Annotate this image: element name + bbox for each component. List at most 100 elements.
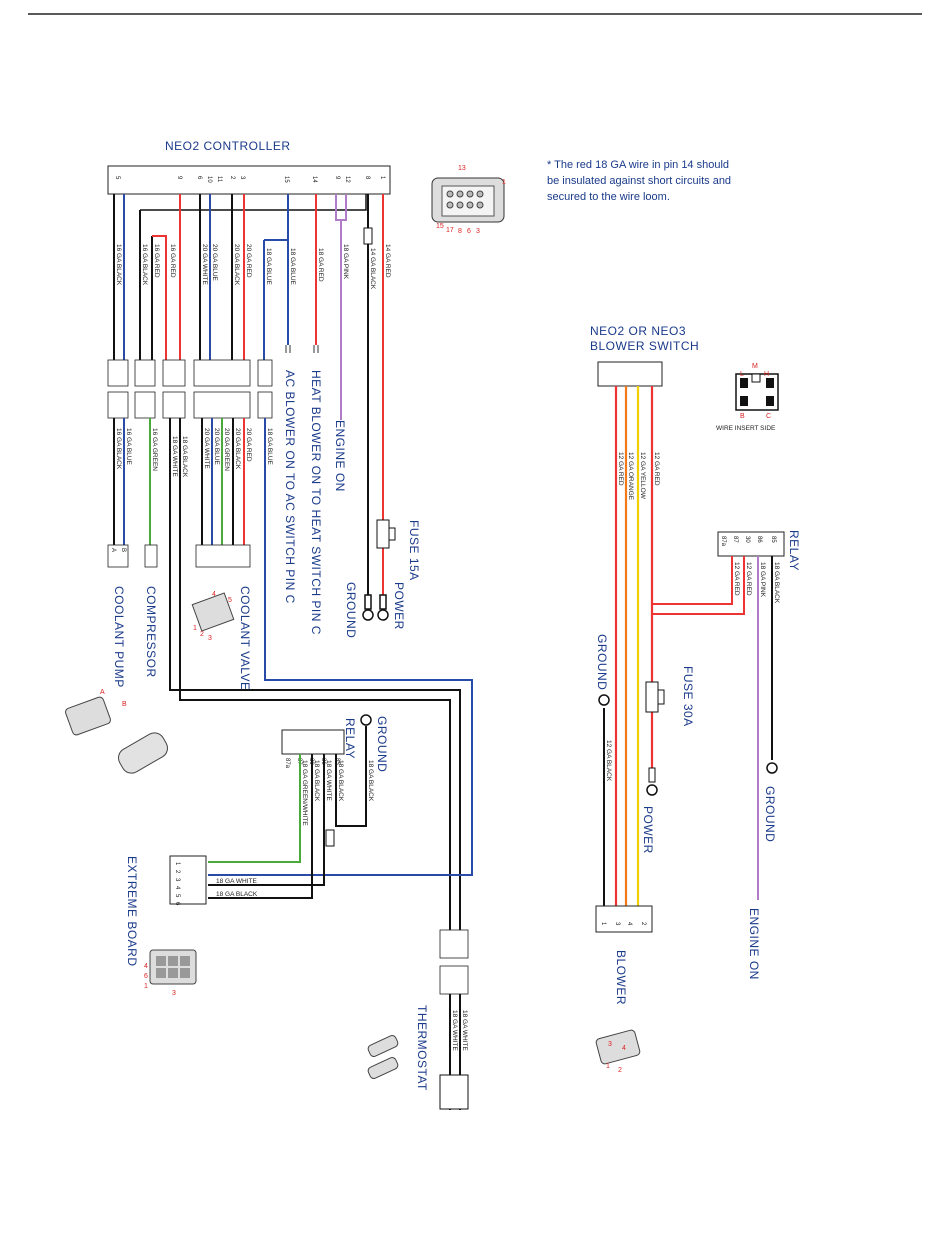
relay-right	[717, 531, 785, 557]
blower-icon-pin: 2	[618, 1067, 622, 1074]
wire-label: 18 GA BLUE	[289, 248, 296, 286]
conn-pin: 17	[446, 227, 454, 234]
extreme-board-label: EXTREME BOARD	[125, 856, 139, 967]
relay-pin: 87a	[720, 536, 726, 547]
power-terminal-crimp	[648, 767, 656, 783]
relay-left-wire-labels: 18 GA GREEN/WHITE 18 GA BLACK 18 GA WHIT…	[301, 760, 374, 826]
ctrl-pin: 11	[216, 176, 222, 183]
wire-label: 20 GA BLACK	[234, 428, 241, 470]
right-ground-label: GROUND	[595, 634, 609, 690]
relay-pin: 86	[756, 536, 762, 543]
power-terminal	[646, 784, 658, 796]
wire-label: 12 GA RED	[617, 452, 624, 486]
blower-icon-pin: 1	[606, 1063, 610, 1070]
wire-label: 20 GA BLUE	[211, 244, 218, 282]
blower-pins: 1 3 4 2	[600, 922, 646, 926]
insert-label: WIRE INSERT SIDE	[716, 425, 776, 432]
wire-label: 18 GA BLACK	[181, 436, 188, 478]
valve-connector	[195, 544, 251, 568]
extreme-board-connector-icon: 4 6 1 3	[144, 949, 197, 997]
pump-icon-pin: B	[122, 701, 127, 708]
relay-pin: 87a	[284, 758, 290, 769]
wire-label: 18 GA PINK	[342, 244, 349, 280]
wire-label: 20 GA WHITE	[201, 244, 208, 285]
coolant-valve-label: COOLANT VALVE	[238, 586, 252, 691]
wire-label: 12 GA RED	[745, 562, 752, 596]
fuse15-label: FUSE 15A	[407, 520, 421, 581]
conn-pin: 3	[476, 228, 480, 235]
wire-label: 12 GA RED	[733, 562, 740, 596]
controller-wires	[113, 194, 384, 595]
blower-pin: 1	[600, 922, 606, 926]
ground2-terminal	[766, 762, 778, 774]
engine-on-label: ENGINE ON	[333, 420, 347, 492]
left-labels: COOLANT PUMP COMPRESSOR COOLANT VALVE AC…	[112, 370, 421, 691]
relay-pin: 30	[744, 536, 750, 543]
insert-pin: M	[752, 363, 758, 370]
valve-connector-icon: 4 5 1 2 3	[191, 591, 235, 642]
pump-icon-pin: A	[100, 689, 105, 696]
wire-label: 18 GA WHITE	[461, 1010, 468, 1051]
fuse-30a-icon	[645, 681, 665, 713]
board-wire-label: 18 GA BLACK	[216, 891, 258, 898]
compressor-connector	[144, 544, 158, 568]
wire-label: 12 GA RED	[653, 452, 660, 486]
board-pin: 3	[174, 878, 180, 882]
blower-icon-pin: 3	[608, 1041, 612, 1048]
relay-splice	[325, 829, 335, 847]
relay-left	[281, 729, 345, 755]
relay-right-label: RELAY	[787, 530, 801, 571]
ctrl-pin: 14	[311, 176, 317, 183]
probe-ends	[285, 345, 319, 353]
wire-label: 16 GA BLUE	[125, 428, 132, 466]
power-label: POWER	[392, 582, 406, 630]
wire-label: 18 GA BLUE	[266, 428, 273, 466]
right-power-label: POWER	[641, 806, 655, 854]
heat-blower-label: HEAT BLOWER ON TO HEAT SWITCH PIN C	[309, 370, 323, 635]
wire-label: 12 GA ORANGE	[627, 452, 634, 501]
relay-pin: 87	[732, 536, 738, 543]
blower-switch-wire-labels: 12 GA RED 12 GA YELLOW 12 GA RED 12 GA O…	[617, 452, 660, 501]
valve-pin: 5	[228, 597, 232, 604]
note-line: * The red 18 GA wire in pin 14 should	[547, 159, 729, 171]
thermostat-connector-upper	[439, 929, 469, 959]
board-pin: 6	[174, 902, 180, 906]
wire-label: 18 GA BLACK	[313, 760, 320, 802]
blower-icon-pin: 4	[622, 1045, 626, 1052]
pump-pin: A	[110, 548, 116, 552]
relay-left-wires	[208, 726, 367, 899]
ring-terminals	[362, 594, 389, 621]
board-pin: 4	[174, 886, 180, 890]
ctrl-pin: 12	[344, 176, 350, 183]
ctrl-pin: 1	[379, 176, 385, 180]
relay-right-pins: 87a 87 30 86 85	[720, 536, 776, 547]
pump-connector	[107, 544, 129, 568]
blower-connector	[595, 905, 653, 933]
thermostat-connector-lower	[439, 965, 469, 995]
ctrl-pin: 3	[239, 176, 245, 180]
wire-label: 12 GA YELLOW	[639, 452, 646, 500]
valve-pin: 4	[212, 591, 216, 598]
blower-switch-title: BLOWER SWITCH	[590, 339, 699, 353]
relay-left-label: RELAY	[343, 718, 357, 759]
conn-pin: 1	[502, 179, 506, 186]
ac-blower-label: AC BLOWER ON TO AC SWITCH PIN C	[283, 370, 297, 604]
wire-label: 18 GA GREEN/WHITE	[301, 760, 308, 826]
conn-pin: 8	[458, 228, 462, 235]
wire-label: 20 GA RED	[245, 244, 252, 278]
ctrl-pin: 2	[229, 176, 235, 180]
board-icon-pin: 6	[144, 973, 148, 980]
blower-label: BLOWER	[614, 950, 628, 1005]
wire-label: 20 GA BLUE	[213, 428, 220, 466]
ctrl-pin: 6	[196, 176, 202, 180]
blower-switch-title: NEO2 OR NEO3	[590, 324, 686, 338]
controller-connector	[107, 165, 391, 195]
thermostat-plug-icon	[367, 1035, 399, 1079]
pump-pin: B	[120, 548, 126, 552]
wire-label: 18 GA RED	[317, 248, 324, 282]
wire-label: 18 GA WHITE	[171, 436, 178, 477]
valve-pin: 3	[208, 635, 212, 642]
wire-insert-icon: M L H B C WIRE INSERT SIDE	[716, 363, 779, 432]
note: * The red 18 GA wire in pin 14 should be…	[547, 159, 731, 203]
relay-right-wire-labels: 12 GA RED 12 GA RED 18 GA PINK 18 GA BLA…	[733, 562, 780, 604]
